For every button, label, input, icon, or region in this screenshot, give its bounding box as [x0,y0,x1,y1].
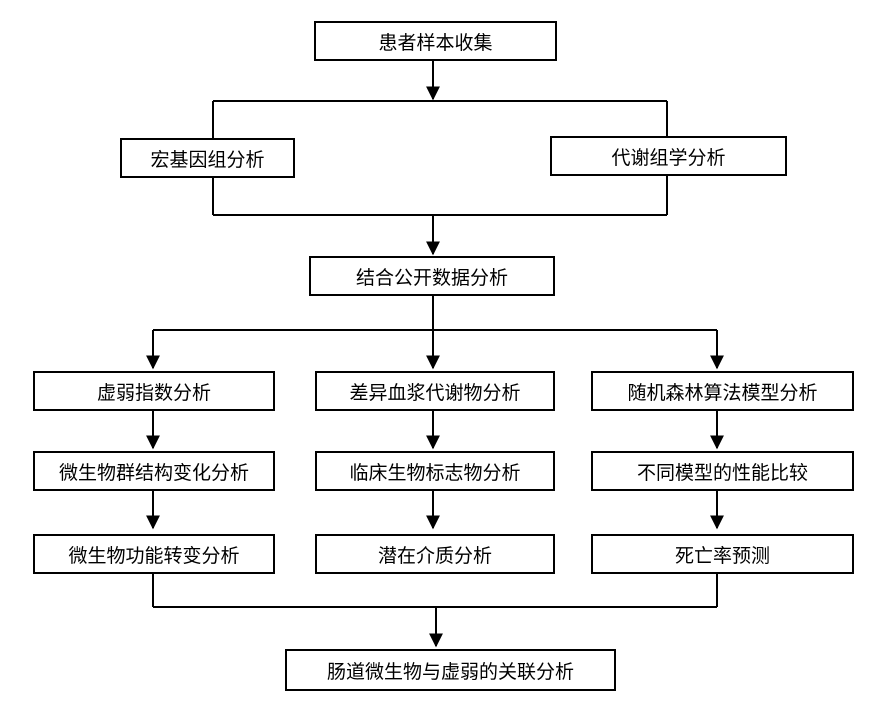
node-final-association: 肠道微生物与虚弱的关联分析 [285,649,616,691]
node-model-comparison: 不同模型的性能比较 [591,451,854,491]
node-clinical-biomarkers: 临床生物标志物分析 [315,451,555,491]
node-metagenomic: 宏基因组分析 [120,138,295,178]
node-plasma-metabolites: 差异血浆代谢物分析 [315,371,555,411]
node-microbial-function: 微生物功能转变分析 [33,534,275,574]
node-random-forest: 随机森林算法模型分析 [591,371,854,411]
node-microbiome-structure: 微生物群结构变化分析 [33,451,275,491]
node-frailty-index: 虚弱指数分析 [33,371,275,411]
node-sample-collection: 患者样本收集 [314,21,557,61]
node-metabolomic: 代谢组学分析 [550,136,787,176]
node-mediators: 潜在介质分析 [315,534,555,574]
node-mortality-prediction: 死亡率预测 [591,534,854,574]
node-public-data: 结合公开数据分析 [309,256,555,296]
